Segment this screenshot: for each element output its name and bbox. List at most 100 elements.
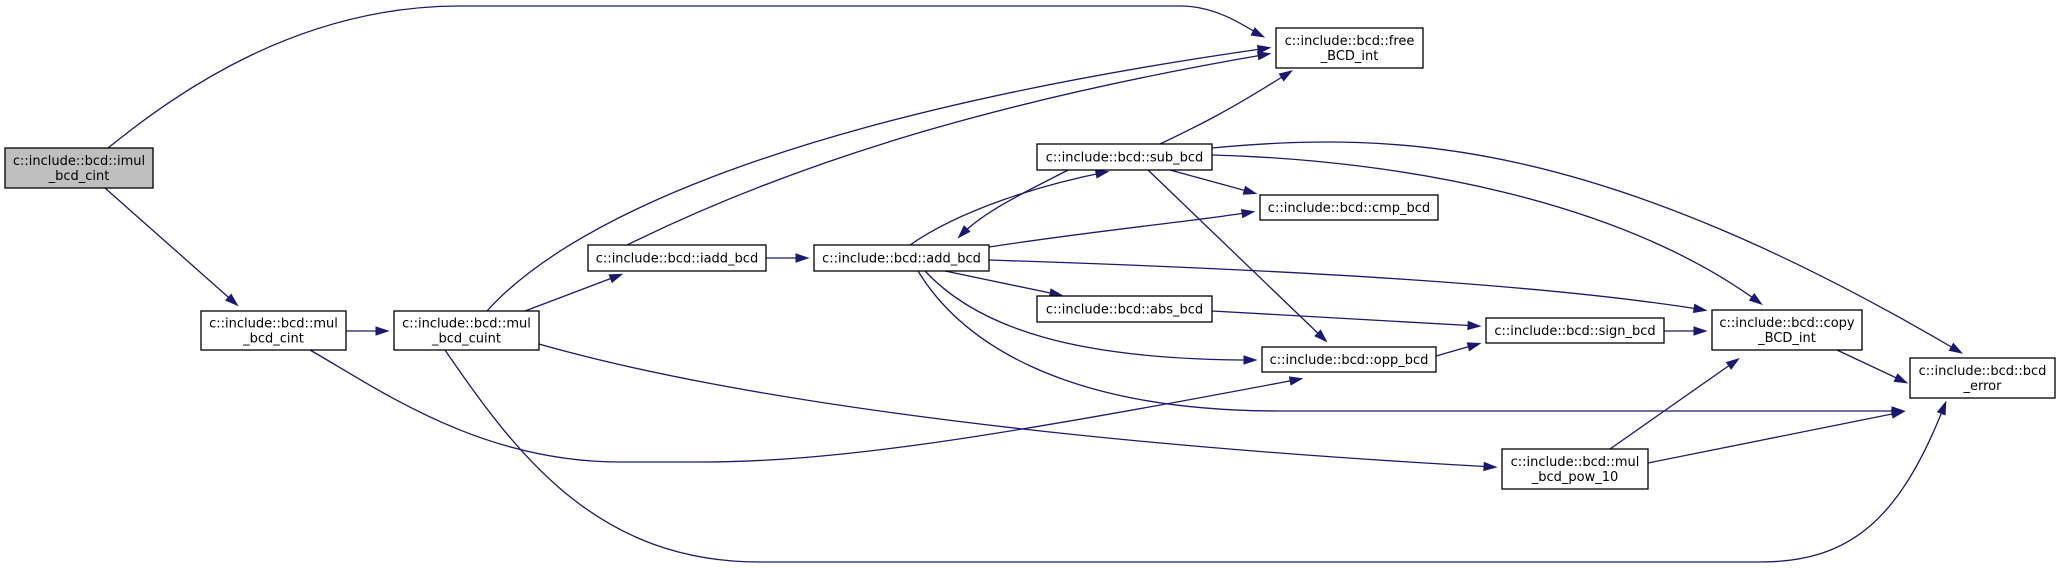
node-label: c::include::bcd::sign_bcd xyxy=(1494,324,1655,339)
edge-add_bcd-to-opp_bcd xyxy=(924,270,1258,365)
edge-line xyxy=(1147,169,1326,341)
edge-abs_bcd-to-sign_bcd xyxy=(1211,310,1482,331)
node-label: _bcd_cuint xyxy=(431,332,501,347)
arrowhead-icon xyxy=(1250,27,1266,38)
edge-line xyxy=(1159,71,1291,145)
edge-line xyxy=(626,53,1269,246)
node-label: c::include::bcd::add_bcd xyxy=(822,252,981,267)
edge-mul_bcd_cint-to-opp_bcd xyxy=(309,349,1304,463)
node-label: c::include::bcd::copy xyxy=(1719,316,1855,331)
node-label: c::include::bcd::cmp_bcd xyxy=(1268,201,1430,216)
arrowhead-icon xyxy=(1256,44,1272,55)
arrowhead-icon xyxy=(957,225,971,239)
node-label: c::include::bcd::mul xyxy=(402,317,531,332)
edge-sub_bcd-to-opp_bcd xyxy=(1147,169,1328,343)
edges-layer xyxy=(104,5,1964,563)
edge-line xyxy=(1647,411,1903,464)
edge-line xyxy=(944,270,1061,296)
arrowhead-icon xyxy=(1240,208,1256,219)
edge-line xyxy=(538,343,1495,468)
edge-add_bcd-to-cmp_bcd xyxy=(988,208,1256,248)
node-label: c::include::bcd::sub_bcd xyxy=(1046,151,1204,166)
edge-line xyxy=(309,349,1301,463)
edge-mul_bcd_cuint-to-free_BCD_int xyxy=(486,44,1272,312)
node-box[interactable] xyxy=(1036,295,1213,323)
node-box[interactable] xyxy=(1485,317,1665,344)
arrowhead-icon xyxy=(1467,320,1482,331)
node-label: c::include::bcd::imul xyxy=(13,154,145,169)
node-label: c::include::bcd::mul xyxy=(1511,455,1640,470)
node-sign-bcd[interactable]: c::include::bcd::sign_bcd xyxy=(1485,317,1665,344)
edge-mul_bcd_pow_10-to-bcd_error xyxy=(1647,409,1906,464)
edge-sub_bcd-to-bcd_error xyxy=(1211,141,1964,354)
edge-add_bcd-to-abs_bcd xyxy=(944,270,1064,298)
edge-sub_bcd-to-free_BCD_int xyxy=(1159,70,1294,145)
edge-line xyxy=(924,270,1255,361)
edge-add_bcd-to-copy_BCD_int xyxy=(988,259,1708,313)
node-iadd-bcd[interactable]: c::include::bcd::iadd_bcd xyxy=(587,244,767,272)
edge-sub_bcd-to-cmp_bcd xyxy=(1169,169,1258,195)
arrowhead-icon xyxy=(1466,342,1482,352)
arrowhead-icon xyxy=(375,326,390,336)
node-abs-bcd[interactable]: c::include::bcd::abs_bcd xyxy=(1036,295,1213,323)
node-box[interactable] xyxy=(1036,143,1213,171)
node-sub-bcd[interactable]: c::include::bcd::sub_bcd xyxy=(1036,143,1213,171)
node-label: c::include::bcd::free xyxy=(1285,34,1415,49)
node-label: c::include::bcd::bcd xyxy=(1919,364,2047,379)
arrowhead-icon xyxy=(1890,409,1906,419)
node-label: c::include::bcd::mul xyxy=(209,317,338,332)
node-label: _bcd_cint xyxy=(242,332,304,347)
node-box[interactable] xyxy=(200,310,347,351)
node-box[interactable] xyxy=(813,244,990,272)
edge-mul_bcd_cint-to-mul_bcd_cuint xyxy=(346,326,390,336)
edge-iadd_bcd-to-add_bcd xyxy=(766,253,810,263)
edge-opp_bcd-to-sign_bcd xyxy=(1435,342,1482,357)
edge-line xyxy=(1836,349,1906,383)
arrowhead-icon xyxy=(1314,329,1328,343)
node-mul-bcd-cint[interactable]: c::include::bcd::mul_bcd_cint xyxy=(200,310,347,351)
node-add-bcd[interactable]: c::include::bcd::add_bcd xyxy=(813,244,990,272)
edge-sign_bcd-to-copy_BCD_int xyxy=(1664,326,1708,336)
node-free-BCD-int[interactable]: c::include::bcd::free_BCD_int xyxy=(1275,27,1424,69)
node-box[interactable] xyxy=(4,147,154,189)
node-imul-bcd-cint[interactable]: c::include::bcd::imul_bcd_cint xyxy=(4,147,154,189)
node-label: _BCD_int xyxy=(1757,331,1816,346)
edge-iadd_bcd-to-free_BCD_int xyxy=(626,51,1272,246)
arrowhead-icon xyxy=(1483,461,1498,472)
arrowhead-icon xyxy=(1094,169,1110,179)
node-box[interactable] xyxy=(1909,357,2056,399)
node-mul-bcd-pow-10[interactable]: c::include::bcd::mul_bcd_pow_10 xyxy=(1501,448,1649,490)
arrowhead-icon xyxy=(1692,303,1708,313)
arrowhead-icon xyxy=(1725,357,1740,370)
node-label: c::include::bcd::iadd_bcd xyxy=(596,252,758,267)
arrowhead-icon xyxy=(1242,185,1258,195)
arrowhead-icon xyxy=(1278,70,1294,82)
node-box[interactable] xyxy=(1259,194,1439,221)
edge-line xyxy=(444,349,1946,563)
node-box[interactable] xyxy=(1261,346,1437,373)
edge-line xyxy=(1169,169,1255,194)
edge-line xyxy=(988,211,1253,248)
node-box[interactable] xyxy=(393,310,540,351)
edge-mul_bcd_cuint-to-iadd_bcd xyxy=(524,273,624,312)
edge-line xyxy=(959,169,1069,237)
arrowhead-icon xyxy=(1243,355,1258,365)
edge-line xyxy=(988,259,1705,311)
node-mul-bcd-cuint[interactable]: c::include::bcd::mul_bcd_cuint xyxy=(393,310,540,351)
edge-line xyxy=(524,274,621,312)
node-label: _BCD_int xyxy=(1320,49,1379,64)
node-box[interactable] xyxy=(1275,27,1424,69)
edge-line xyxy=(486,47,1269,312)
arrowhead-icon xyxy=(225,293,239,307)
edge-line xyxy=(1211,141,1961,353)
node-copy-BCD-int[interactable]: c::include::bcd::copy_BCD_int xyxy=(1711,309,1863,351)
arrowhead-icon xyxy=(795,253,810,263)
node-opp-bcd[interactable]: c::include::bcd::opp_bcd xyxy=(1261,346,1437,373)
node-box[interactable] xyxy=(587,244,767,272)
node-cmp-bcd[interactable]: c::include::bcd::cmp_bcd xyxy=(1259,194,1439,221)
node-bcd-error[interactable]: c::include::bcd::bcd_error xyxy=(1909,357,2056,399)
node-box[interactable] xyxy=(1711,309,1863,351)
arrowhead-icon xyxy=(608,273,624,284)
edge-line xyxy=(1211,310,1479,327)
node-box[interactable] xyxy=(1501,448,1649,490)
